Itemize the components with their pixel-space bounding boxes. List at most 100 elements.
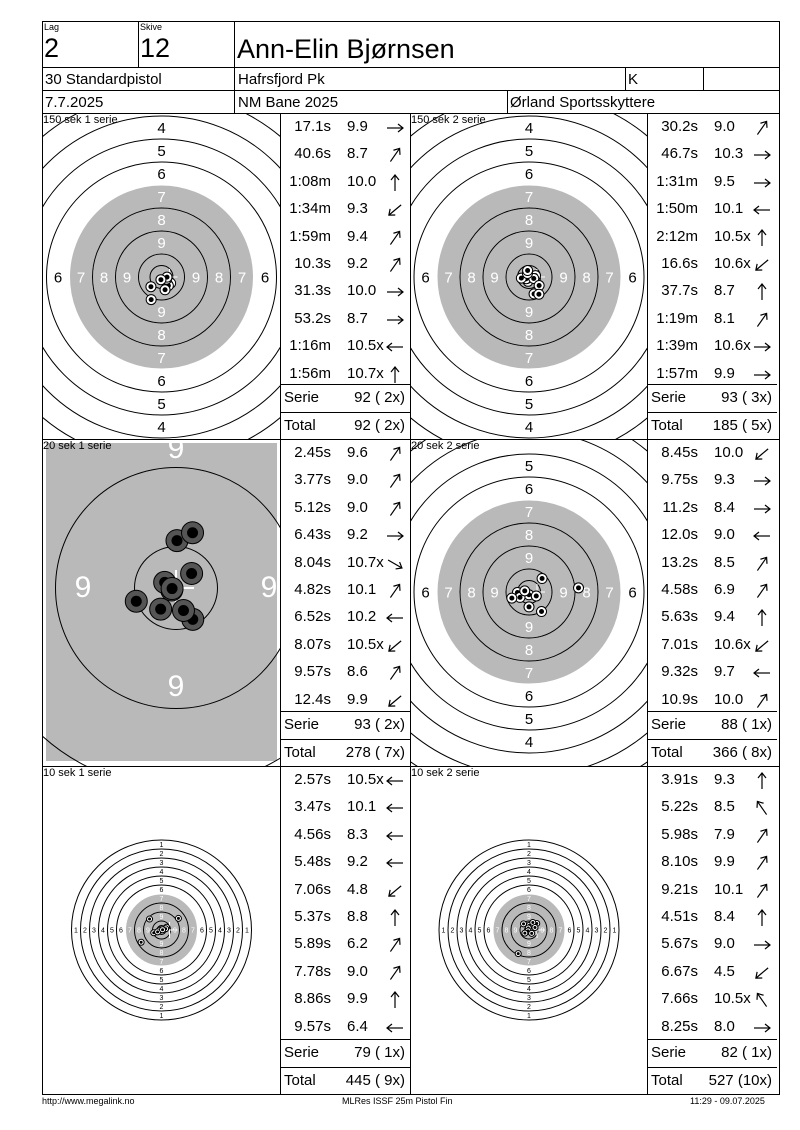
footer-timestamp: 11:29 - 09.07.2025	[690, 1096, 765, 1106]
shot-time: 12.4s	[294, 690, 331, 708]
shot-hole	[124, 589, 148, 613]
svg-text:9: 9	[559, 269, 567, 286]
shot-time: 46.7s	[661, 145, 698, 163]
shot-hole	[149, 597, 173, 621]
svg-text:6: 6	[527, 968, 531, 975]
direction-arrow-icon	[388, 884, 402, 897]
svg-text:8: 8	[525, 527, 533, 544]
shot-time: 8.86s	[294, 990, 331, 1008]
shot-hole	[530, 590, 542, 602]
direction-arrow-icon	[756, 693, 768, 708]
discipline: 30 Standardpistol	[45, 71, 162, 88]
shot-time: 3.47s	[294, 798, 331, 816]
svg-text:7: 7	[444, 269, 452, 286]
shot-score: 4.8	[347, 880, 368, 898]
shot-hole	[180, 561, 204, 585]
svg-text:2: 2	[236, 927, 240, 934]
svg-text:7: 7	[160, 896, 164, 903]
direction-arrow-icon	[386, 1023, 403, 1033]
svg-text:1: 1	[442, 927, 446, 934]
svg-text:4: 4	[525, 734, 533, 751]
svg-text:6: 6	[421, 269, 429, 286]
direction-arrow-icon	[390, 173, 400, 191]
direction-arrow-icon	[756, 583, 768, 598]
svg-text:6: 6	[527, 887, 531, 894]
svg-text:8: 8	[100, 269, 108, 286]
shot-time: 7.01s	[661, 635, 698, 653]
svg-text:4: 4	[525, 120, 533, 137]
shot-score: 10.1	[714, 880, 744, 898]
series-title: 10 sek 1 serie	[43, 767, 112, 779]
svg-text:9: 9	[514, 927, 518, 934]
shot-score: 8.5	[714, 553, 735, 571]
shot-hole	[536, 606, 548, 618]
shot-time: 16.6s	[661, 255, 698, 272]
shot-hole	[520, 920, 528, 928]
svg-text:5: 5	[525, 143, 533, 160]
svg-text:7: 7	[238, 269, 246, 286]
svg-text:1: 1	[160, 1013, 164, 1020]
shot-time: 1:19m	[656, 309, 698, 327]
svg-text:5: 5	[525, 396, 533, 413]
shot-score: 8.0	[714, 1017, 735, 1035]
shot-time: 1:59m	[289, 227, 331, 245]
direction-arrow-icon	[756, 556, 768, 571]
svg-text:7: 7	[527, 896, 531, 903]
shot-hole	[531, 923, 539, 931]
serie-label: Serie	[284, 389, 320, 406]
svg-text:6: 6	[54, 269, 62, 286]
shot-score: 9.9	[347, 990, 368, 1008]
shot-time: 10.3s	[294, 255, 331, 272]
svg-text:8: 8	[215, 269, 223, 286]
svg-text:4: 4	[469, 927, 473, 934]
shot-time: 10.9s	[661, 690, 698, 708]
direction-arrow-icon	[386, 613, 403, 623]
svg-text:1: 1	[160, 842, 164, 849]
svg-text:9: 9	[525, 550, 533, 567]
direction-arrow-icon	[389, 501, 401, 516]
svg-text:9: 9	[75, 571, 92, 604]
shot-score: 9.5	[714, 172, 735, 190]
direction-arrow-icon	[389, 257, 401, 272]
shot-time: 8.07s	[294, 635, 331, 653]
svg-text:8: 8	[525, 642, 533, 659]
direction-arrow-icon	[386, 803, 403, 813]
shot-score: 9.0	[347, 962, 368, 980]
shot-time: 9.21s	[661, 880, 698, 898]
direction-arrow-icon	[756, 855, 768, 871]
shot-score: 8.5	[714, 798, 735, 816]
shot-hole	[174, 914, 182, 922]
svg-text:3: 3	[160, 860, 164, 867]
svg-text:9: 9	[160, 914, 164, 921]
shot-score: 10.6x	[714, 337, 751, 355]
shot-score: 8.4	[714, 908, 735, 925]
footer-link[interactable]: http://www.megalink.no	[42, 1096, 135, 1106]
svg-text:6: 6	[525, 481, 533, 498]
total-value: 92 ( 2x)	[354, 417, 405, 434]
shot-score: 9.9	[347, 118, 368, 135]
svg-text:8: 8	[527, 950, 531, 957]
svg-text:7: 7	[525, 665, 533, 682]
total-value: 185 ( 5x)	[712, 417, 772, 434]
shot-score: 9.2	[347, 526, 368, 544]
svg-text:8: 8	[525, 212, 533, 229]
shot-score: 9.0	[714, 526, 735, 544]
